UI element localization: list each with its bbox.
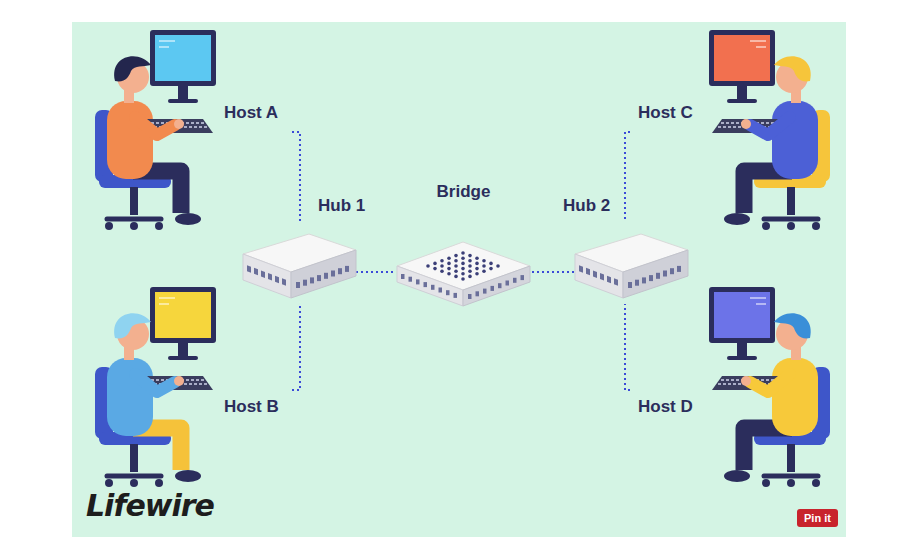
- pin-button: Pin it: [797, 509, 838, 527]
- device-label: Host A: [224, 103, 278, 123]
- device-label: Host C: [638, 103, 693, 123]
- device-label: Host D: [638, 397, 693, 417]
- network-link: [356, 271, 395, 273]
- host-computer: Host D: [630, 285, 835, 465]
- host-computer: Host B: [95, 285, 292, 465]
- network-link: [292, 304, 300, 390]
- device-label: Bridge: [395, 182, 532, 202]
- hub-device: Hub 2: [575, 222, 688, 304]
- host-computer: Host C: [630, 28, 835, 240]
- host-computer: Host A: [95, 28, 292, 240]
- bridge-shape: [395, 240, 532, 308]
- hub-shape: [243, 222, 356, 304]
- network-link: [532, 271, 575, 273]
- host-figure: [95, 287, 216, 487]
- network-link: [625, 304, 630, 390]
- canvas-ground: [72, 22, 846, 537]
- host-figure: [709, 30, 830, 230]
- device-label: Hub 1: [318, 196, 365, 216]
- host-figure: [95, 30, 216, 230]
- hub-device: Hub 1: [243, 222, 356, 304]
- watermark-logo: Lifewire: [86, 488, 214, 523]
- device-label: Host B: [224, 397, 279, 417]
- bridge-device: Bridge: [395, 240, 532, 308]
- host-figure: [709, 287, 830, 487]
- device-label: Hub 2: [563, 196, 610, 216]
- network-link: [625, 132, 630, 222]
- network-link: [292, 132, 300, 222]
- hub-shape: [575, 222, 688, 304]
